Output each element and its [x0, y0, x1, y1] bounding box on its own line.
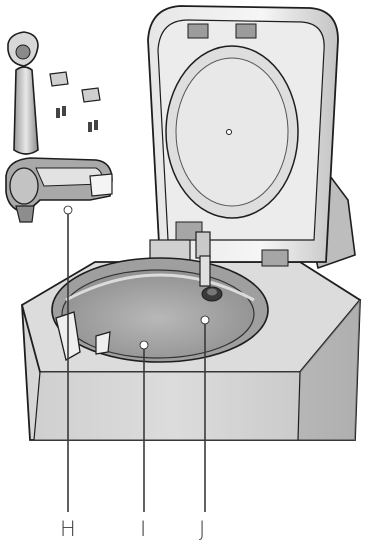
- callout-label-j: J: [199, 519, 205, 540]
- lid: [148, 6, 338, 280]
- callout-label-h: H: [60, 519, 76, 540]
- callout-label-i: I: [140, 519, 146, 540]
- spare-parts: [50, 72, 100, 132]
- basin: [52, 258, 268, 362]
